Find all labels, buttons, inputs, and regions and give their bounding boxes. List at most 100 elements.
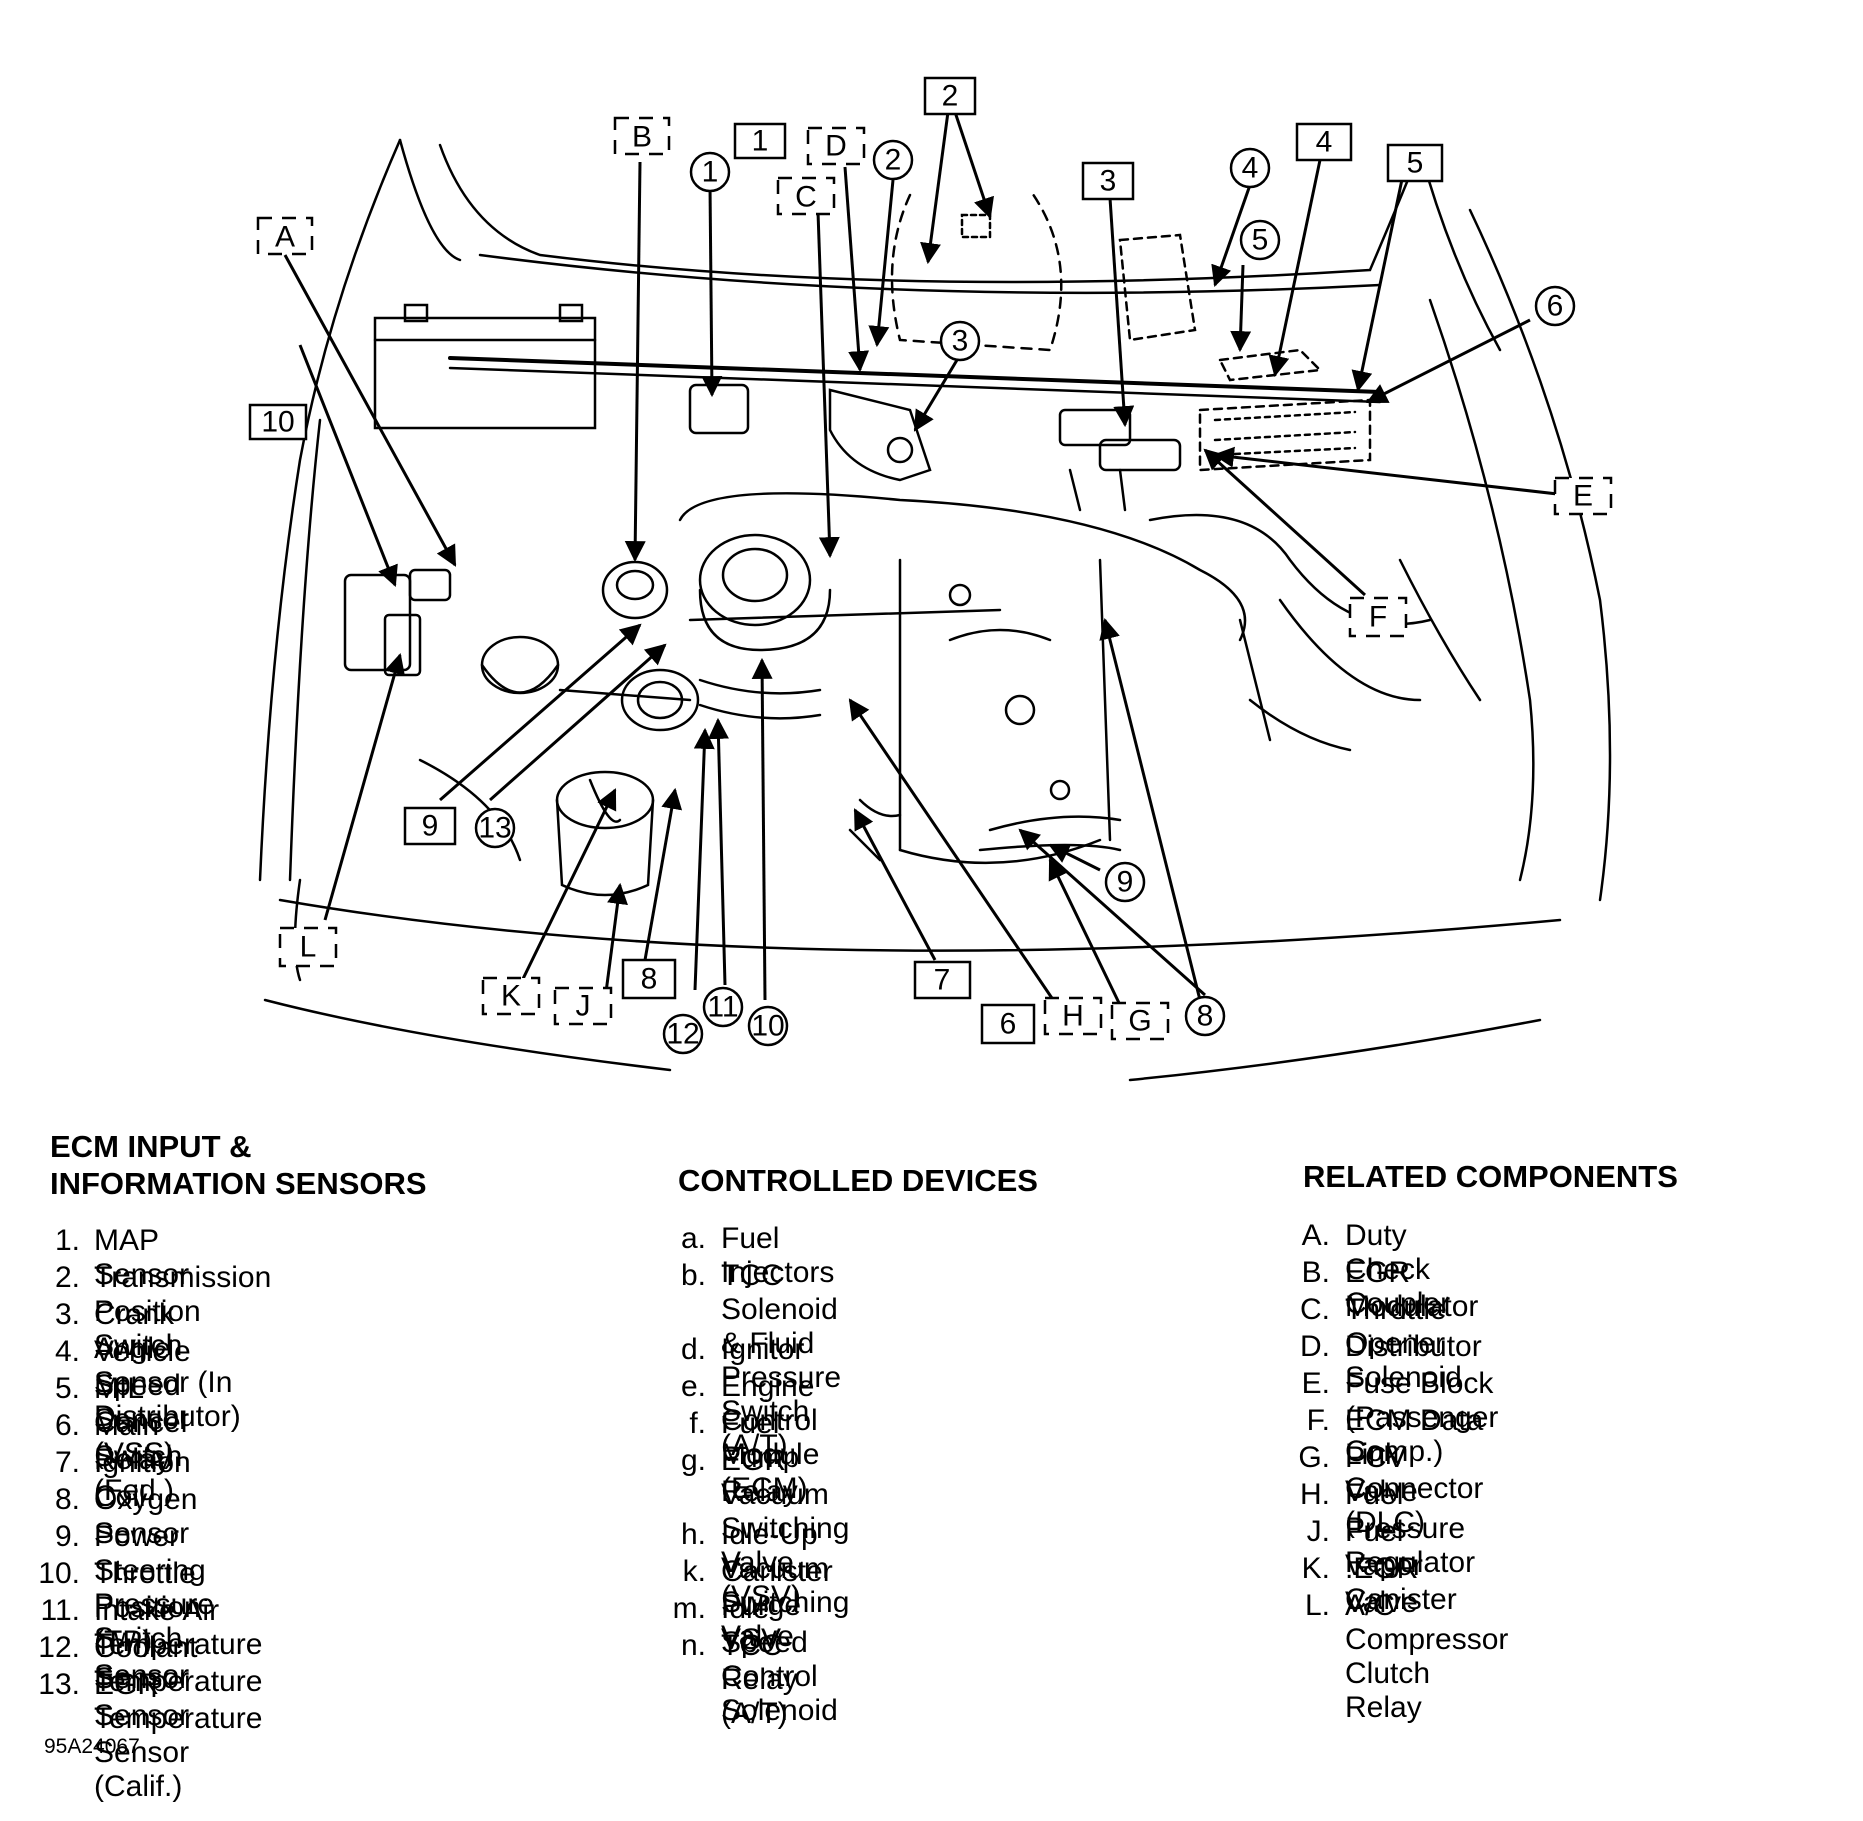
callout-B-text: B [632, 121, 652, 154]
callout-F-text: F [1369, 601, 1387, 634]
callout-circle-5: 5 [1239, 219, 1281, 261]
callout-K: K [481, 976, 541, 1016]
callout-H: H [1043, 996, 1103, 1036]
legend-item-marker: 3. [54, 1298, 80, 1331]
legend-item-text: Idle-Up Vacuum Switching Valve [721, 1518, 850, 1653]
legend-item-text: Idle Speed Control Solenoid [721, 1592, 838, 1727]
legend-item-marker: H. [1300, 1478, 1330, 1511]
legend-item-marker: n. [680, 1629, 706, 1662]
legend-item-text: Ignitor [721, 1333, 805, 1366]
callout-L: L [278, 926, 338, 968]
legend-item-marker: d. [680, 1333, 706, 1366]
legend-item-marker: 8. [54, 1483, 80, 1516]
engine-bay-artwork [258, 138, 1612, 1082]
callout-box-9: 9 [403, 806, 457, 846]
legend-item-text: Fuel Pump Relay [721, 1407, 800, 1508]
callout-H-text: H [1062, 1000, 1084, 1033]
legend-item-marker: A. [1301, 1219, 1330, 1252]
legend-item-marker: a. [680, 1222, 706, 1255]
legend-item-text: Power Steering Pressure Switch [94, 1520, 215, 1655]
legend-item-marker: 1. [54, 1224, 80, 1257]
callout-box-7-text: 7 [934, 964, 951, 997]
callout-circle-1-text: 1 [702, 156, 719, 189]
legend-item-marker: b. [680, 1259, 706, 1292]
legend-sensors-heading: ECM INPUT & INFORMATION SENSORS [50, 1129, 427, 1201]
legend-item-marker: 9. [54, 1520, 80, 1553]
callout-circle-13: 13 [474, 807, 516, 849]
callout-box-8: 8 [621, 958, 677, 1000]
callout-circle-2-text: 2 [885, 144, 902, 177]
callout-J: J [553, 986, 613, 1026]
legend-item-text: Ignition Coil [94, 1446, 191, 1513]
legend-item-text: TCC Solenoid & Fluid Pressure Switch (A/… [721, 1259, 842, 1462]
legend-item-text: Throttle Position (TP) Sensor [94, 1557, 201, 1692]
legend-item-marker: f. [689, 1407, 706, 1440]
callout-box-5-text: 5 [1407, 147, 1424, 180]
callout-box-10-text: 10 [261, 406, 294, 439]
legend-item-text: EGR Modulator [1345, 1256, 1479, 1323]
legend-item-marker: 12. [38, 1631, 80, 1664]
legend-item-text: Intake Air Temperature Sensor [94, 1594, 263, 1695]
legend-item-marker: B. [1301, 1256, 1330, 1289]
callout-circle-5-text: 5 [1252, 224, 1269, 257]
callout-circle-3-text: 3 [952, 325, 969, 358]
legend-item-marker: D. [1300, 1330, 1330, 1363]
callout-A-text: A [275, 221, 295, 254]
callout-G: G [1110, 1001, 1170, 1041]
legend-item-marker: G. [1298, 1441, 1330, 1474]
legend-devices-heading: CONTROLLED DEVICES [678, 1163, 1038, 1198]
callout-circle-10: 10 [747, 1005, 789, 1047]
legend-item-text: A/C Compressor Clutch Relay [1345, 1589, 1509, 1724]
callout-box-5: 5 [1386, 143, 1444, 183]
legend-item-marker: 13. [38, 1668, 80, 1701]
callout-box-8-text: 8 [641, 963, 658, 996]
legend-item-text: TCC Relay (A/T) [721, 1629, 798, 1730]
figure-code: 95A24067 [44, 1735, 140, 1758]
callout-box-6-text: 6 [1000, 1008, 1017, 1041]
legend-item-text: Distributor [1345, 1330, 1482, 1363]
callout-circle-8: 8 [1184, 995, 1226, 1037]
legend-components-heading: RELATED COMPONENTS [1303, 1159, 1678, 1194]
callout-circle-9-text: 9 [1117, 866, 1134, 899]
legend-item-text: ECM Data Link Connector (DLC) [1345, 1404, 1484, 1539]
callout-circle-4: 4 [1229, 147, 1271, 189]
callout-box-1: 1 [733, 122, 787, 160]
legend-item-marker: e. [680, 1370, 706, 1403]
legend-item-text: Fuel Pressure Regulator [1345, 1478, 1476, 1579]
callout-K-text: K [501, 980, 521, 1013]
callout-labels: A B C D E F G H J K L 1 2 3 4 5 10 9 8 7… [248, 76, 1613, 1055]
leader-lines [283, 96, 1576, 1011]
callout-box-4: 4 [1295, 122, 1353, 162]
legend-item-text: Fuel Vapor Canister [1345, 1515, 1457, 1616]
legend-item-marker: K. [1301, 1552, 1330, 1585]
legend-item-text: Crank Angle Sensor (In Distributor) [94, 1298, 241, 1433]
callout-circle-10-text: 10 [751, 1010, 784, 1043]
callout-box-6: 6 [980, 1003, 1036, 1045]
legend-item-text: MIL Cancel Switch (Fed.) [94, 1372, 188, 1507]
callout-circle-6-text: 6 [1547, 290, 1564, 323]
legend-item-marker: C. [1300, 1293, 1330, 1326]
callout-circle-8-text: 8 [1197, 1000, 1214, 1033]
callout-circle-2: 2 [872, 139, 914, 181]
callout-box-2-text: 2 [942, 80, 959, 113]
callout-box-4-text: 4 [1316, 126, 1333, 159]
callout-L-text: L [300, 931, 317, 964]
legend-item-marker: L. [1304, 1589, 1330, 1622]
legend-item-marker: 5. [54, 1372, 80, 1405]
legend-item-text: EGR Temperature Sensor (Calif.) [94, 1668, 263, 1803]
legend-item-text: .EGR Valve [1345, 1552, 1419, 1619]
callout-circle-12: 12 [662, 1013, 704, 1055]
legend-item-marker: 2. [54, 1261, 80, 1294]
callout-circle-13-text: 13 [478, 812, 511, 845]
engine-compartment-diagram: A B C D E F G H J K L 1 2 3 4 5 10 9 8 7… [248, 76, 1613, 1082]
callout-box-3: 3 [1081, 161, 1135, 201]
callout-C: C [776, 176, 836, 216]
callout-circle-3: 3 [939, 320, 981, 362]
legend-item-text: Vehicle Speed Sensor (VSS) [94, 1335, 191, 1470]
legend-item-text: Throttle Opener Solenoid [1345, 1293, 1462, 1394]
callout-G-text: G [1128, 1005, 1151, 1038]
legend-item-text: Duty Check Coupler [1345, 1219, 1451, 1320]
callout-box-10: 10 [248, 403, 308, 441]
callout-D-text: D [825, 130, 847, 163]
callout-E-text: E [1573, 480, 1593, 513]
